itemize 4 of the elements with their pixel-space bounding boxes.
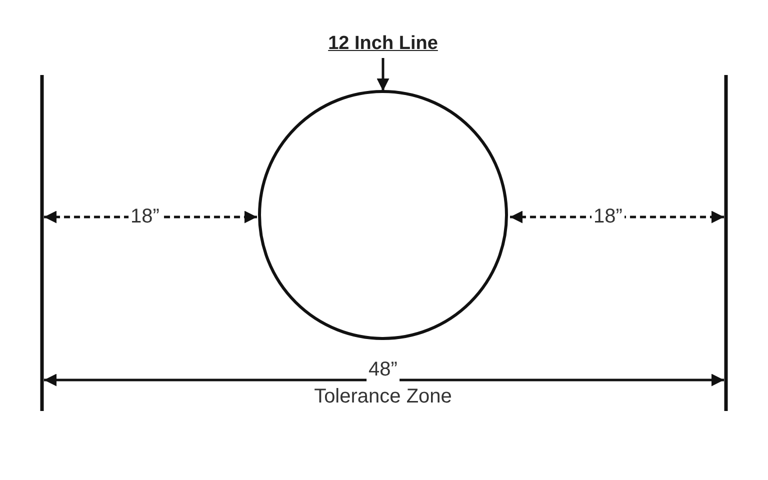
- heading-text: 12 Inch Line: [328, 33, 438, 55]
- circle-outline: [258, 90, 508, 340]
- leader-arrow: [376, 58, 390, 91]
- dimension-label: 48”: [366, 358, 400, 382]
